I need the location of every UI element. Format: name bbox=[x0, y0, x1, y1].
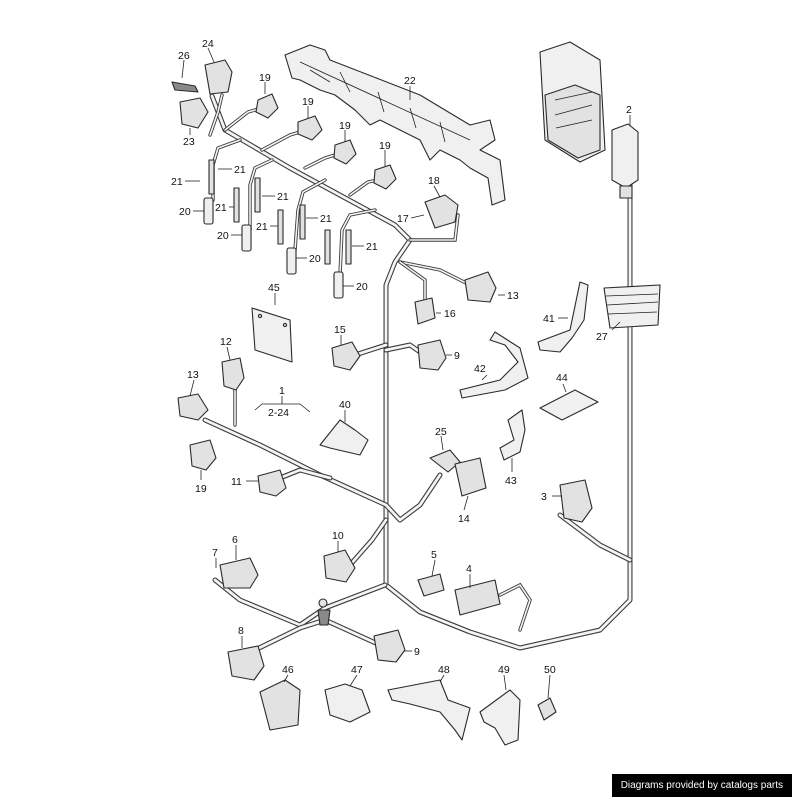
callout-11: 11 bbox=[231, 476, 242, 488]
callout-15: 15 bbox=[334, 324, 346, 336]
callout-2: 2 bbox=[626, 104, 632, 116]
callout-12: 12 bbox=[220, 336, 232, 348]
part-42-bracket bbox=[459, 331, 529, 399]
callout-20: 20 bbox=[217, 230, 229, 242]
callout-21: 21 bbox=[320, 213, 332, 225]
part-45-plate bbox=[251, 307, 293, 363]
callout-20: 20 bbox=[179, 206, 191, 218]
callout-9: 9 bbox=[454, 350, 460, 362]
callout-10: 10 bbox=[332, 530, 344, 542]
callout-42: 42 bbox=[474, 363, 486, 375]
callout-3: 3 bbox=[541, 491, 547, 503]
callout-19: 19 bbox=[339, 120, 351, 132]
part-22-bracket-rail bbox=[284, 44, 506, 206]
callout-2-24: 2-24 bbox=[268, 407, 289, 419]
callout-40: 40 bbox=[339, 399, 351, 411]
callout-17: 17 bbox=[397, 213, 409, 225]
loose-parts-row bbox=[259, 679, 557, 746]
part-27-grommet bbox=[603, 284, 661, 329]
callout-13: 13 bbox=[507, 290, 519, 302]
callout-7: 7 bbox=[212, 547, 218, 559]
callout-46: 46 bbox=[282, 664, 294, 676]
callout-27: 27 bbox=[596, 331, 608, 343]
callout-45: 45 bbox=[268, 282, 280, 294]
connector-housings bbox=[171, 59, 593, 681]
part-44-plate bbox=[539, 389, 599, 421]
callout-14: 14 bbox=[458, 513, 470, 525]
callout-43: 43 bbox=[505, 475, 517, 487]
callout-26: 26 bbox=[178, 50, 190, 62]
callout-16: 16 bbox=[444, 308, 456, 320]
part-41-bracket bbox=[537, 281, 589, 353]
part-40-bracket bbox=[319, 419, 369, 456]
callout-labels: 24 26 23 19 19 19 19 22 2 18 17 13 16 15… bbox=[171, 38, 632, 676]
part-43-clip bbox=[499, 409, 526, 461]
callout-9: 9 bbox=[414, 646, 420, 658]
leader-lines bbox=[181, 47, 631, 699]
callout-6: 6 bbox=[232, 534, 238, 546]
callout-1: 1 bbox=[279, 385, 285, 397]
callout-8: 8 bbox=[238, 625, 244, 637]
callout-21: 21 bbox=[256, 221, 268, 233]
callout-25: 25 bbox=[435, 426, 447, 438]
callout-24: 24 bbox=[202, 38, 214, 50]
callout-19: 19 bbox=[195, 483, 207, 495]
callout-5: 5 bbox=[431, 549, 437, 561]
callout-49: 49 bbox=[498, 664, 510, 676]
credit-footer: Diagrams provided by catalogs parts bbox=[611, 774, 792, 797]
callout-13: 13 bbox=[187, 369, 199, 381]
callout-20: 20 bbox=[356, 281, 368, 293]
callout-19: 19 bbox=[302, 96, 314, 108]
callout-4: 4 bbox=[466, 563, 472, 575]
callout-48: 48 bbox=[438, 664, 450, 676]
callout-44: 44 bbox=[556, 372, 568, 384]
callout-22: 22 bbox=[404, 75, 416, 87]
callout-23: 23 bbox=[183, 136, 195, 148]
callout-21: 21 bbox=[171, 176, 183, 188]
callout-19: 19 bbox=[379, 140, 391, 152]
callout-21: 21 bbox=[366, 241, 378, 253]
control-module bbox=[539, 41, 606, 163]
callout-50: 50 bbox=[544, 664, 556, 676]
callout-20: 20 bbox=[309, 253, 321, 265]
callout-21: 21 bbox=[277, 191, 289, 203]
callout-18: 18 bbox=[428, 175, 440, 187]
callout-47: 47 bbox=[351, 664, 363, 676]
callout-41: 41 bbox=[543, 313, 555, 325]
part-2-connector bbox=[611, 123, 639, 199]
callout-21: 21 bbox=[215, 202, 227, 214]
callout-19: 19 bbox=[259, 72, 271, 84]
callout-21: 21 bbox=[234, 164, 246, 176]
